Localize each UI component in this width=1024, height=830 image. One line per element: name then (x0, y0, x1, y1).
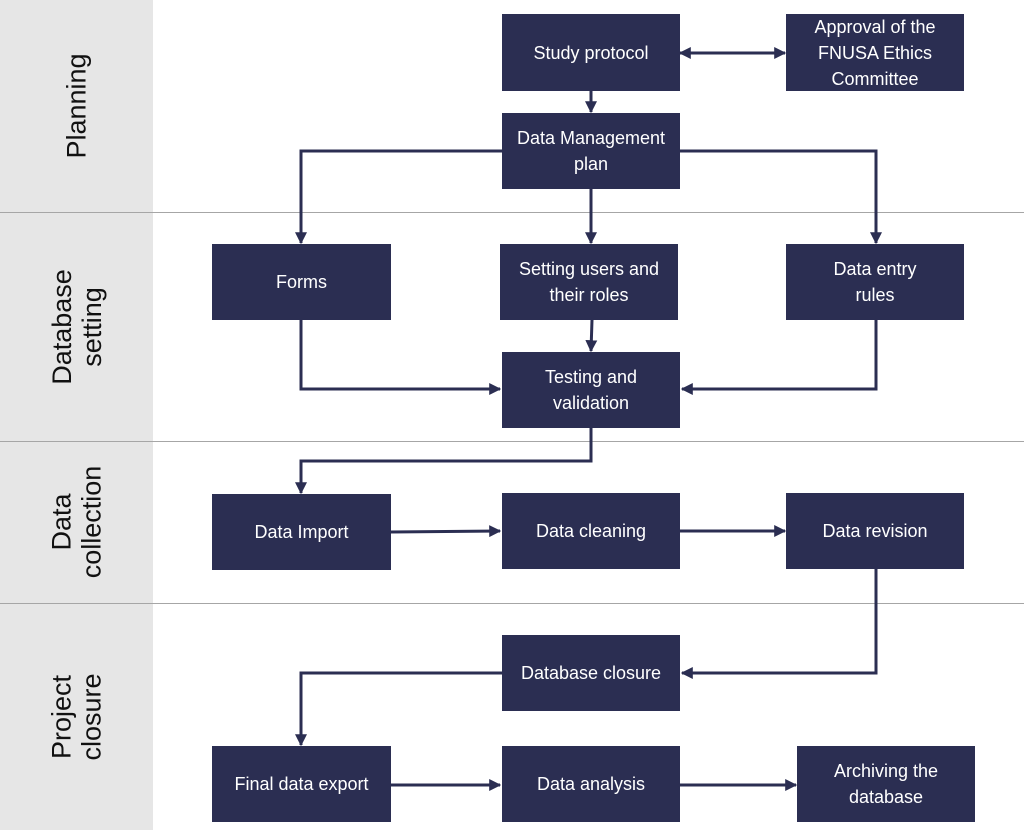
node-data-cleaning: Data cleaning (502, 493, 680, 569)
arrow-forms-testing (299, 320, 502, 395)
node-label: Forms (276, 272, 327, 292)
lane-band-planning (0, 0, 153, 212)
lane-divider (0, 212, 1024, 213)
node-label: database (848, 787, 924, 807)
arrow-rules-testing (680, 320, 878, 395)
lane-band-database-setting (0, 212, 153, 441)
node-final-export: Final data export (212, 746, 391, 822)
node-label: Data Management (516, 128, 666, 148)
node-label: FNUSA Ethics (817, 42, 932, 63)
node-archiving: Archiving the database (797, 746, 975, 822)
node-label: Data analysis (536, 774, 646, 794)
arrow-dmplan-forms (295, 149, 502, 245)
node-label: their roles (549, 285, 629, 305)
node-testing-validation: Testing and validation (502, 352, 680, 428)
node-label: Final data export (234, 774, 369, 794)
arrow-closure-export (295, 671, 502, 747)
lane-divider (0, 441, 1024, 442)
node-data-revision: Data revision (786, 493, 964, 569)
arrow-revision-closure (680, 569, 878, 679)
node-database-closure: Database closure (502, 635, 680, 711)
node-label: Archiving the (833, 761, 939, 781)
node-label: Approval of the (814, 16, 936, 37)
lane-band-project-closure (0, 603, 153, 830)
lane-band-data-collection (0, 441, 153, 603)
lane-divider (0, 603, 1024, 604)
node-users-roles: Setting users and their roles (500, 244, 678, 320)
node-label: rules (855, 285, 895, 305)
arrow-testing-import (295, 428, 593, 495)
node-label: Data revision (822, 521, 928, 541)
node-label: Database closure (520, 663, 662, 683)
node-label: Data entry (833, 259, 917, 279)
arrow-users-testing (585, 319, 598, 353)
node-label: plan (573, 154, 609, 174)
node-ethics-approval: Approval of the FNUSA Ethics Committee (786, 14, 964, 91)
node-label: Committee (831, 68, 919, 89)
node-label: Data Import (254, 522, 349, 542)
node-dm-plan: Data Management plan (502, 113, 680, 189)
node-forms: Forms (212, 244, 391, 320)
node-label: Setting users and (518, 259, 660, 279)
node-label: Data cleaning (535, 521, 647, 541)
node-data-analysis: Data analysis (502, 746, 680, 822)
node-data-entry-rules: Data entry rules (786, 244, 964, 320)
node-label: Testing and (544, 367, 638, 387)
node-study-protocol: Study protocol (502, 14, 680, 91)
arrow-import-cleaning (390, 525, 502, 538)
arrow-dmplan-rules (680, 149, 882, 245)
node-data-import: Data Import (212, 494, 391, 570)
node-label: Study protocol (533, 42, 649, 63)
node-label: validation (552, 393, 630, 413)
